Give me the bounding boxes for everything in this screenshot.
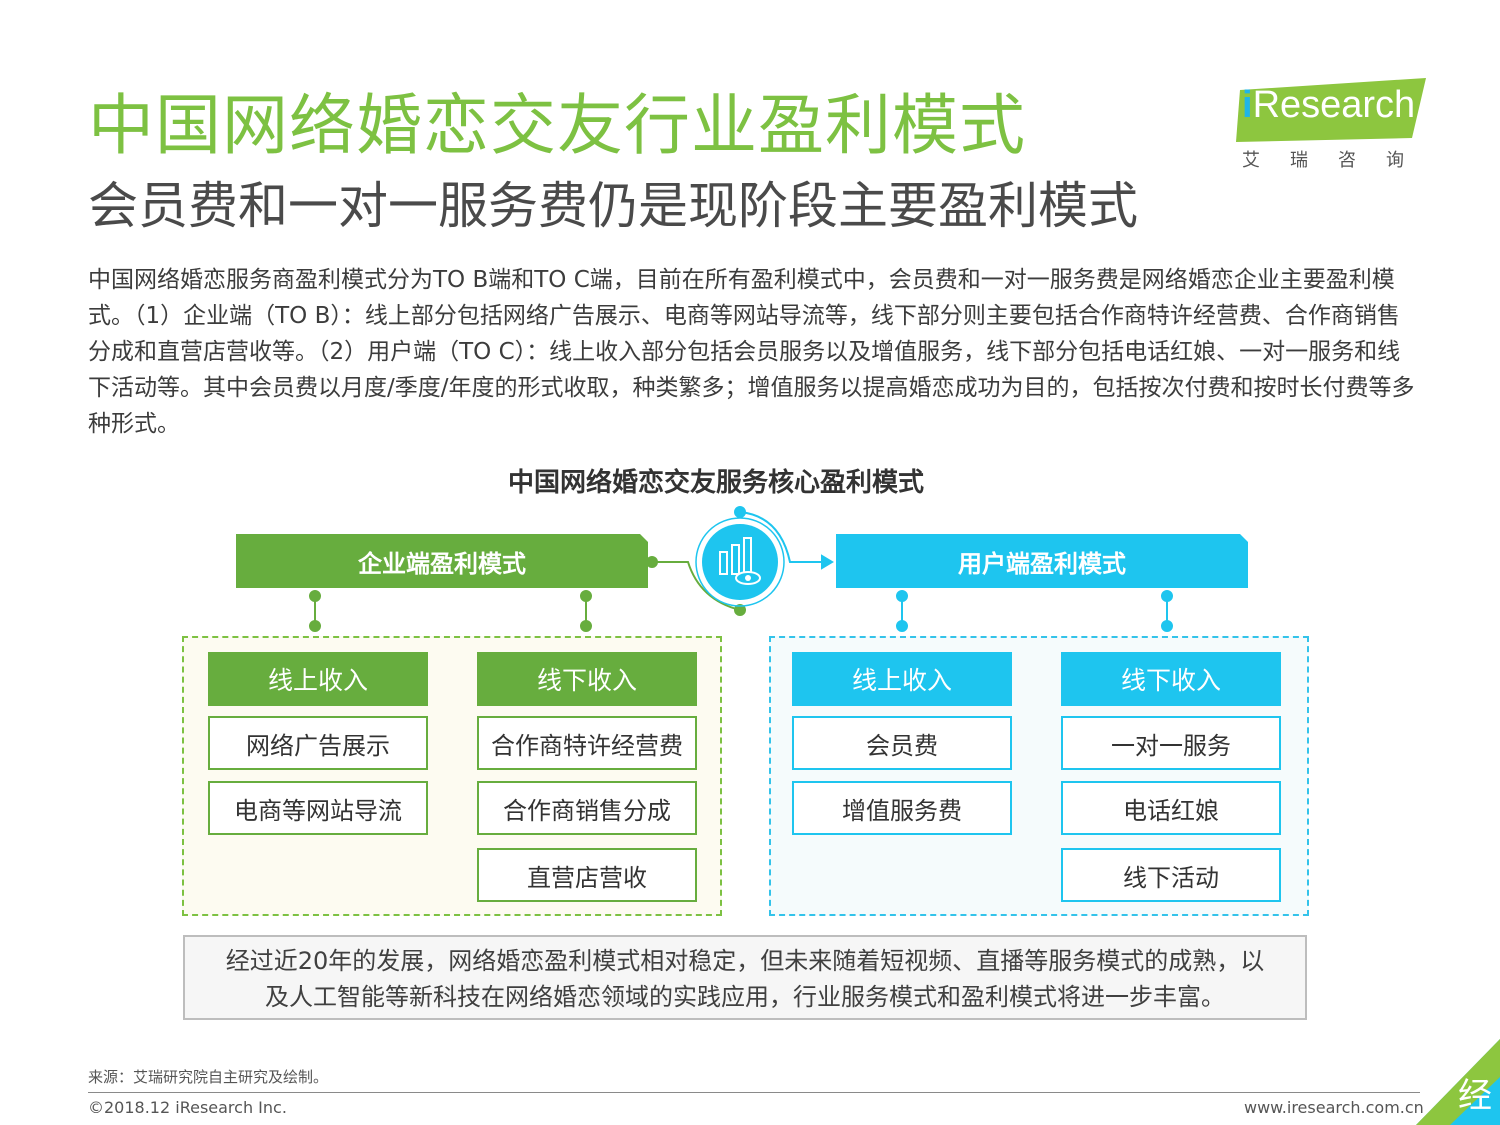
enterprise-panel: 线上收入 网络广告展示 电商等网站导流 线下收入 合作商特许经营费 合作商销售分… — [182, 636, 722, 916]
analytics-eye-icon — [695, 517, 785, 607]
summary-line: 经过近20年的发展，网络婚恋盈利模式相对稳定，但未来随着短视频、直播等服务模式的… — [225, 947, 1265, 975]
summary-box: 经过近20年的发展，网络婚恋盈利模式相对稳定，但未来随着短视频、直播等服务模式的… — [183, 935, 1307, 1020]
user-offline-item: 电话红娘 — [1061, 781, 1281, 835]
page-title: 中国网络婚恋交友行业盈利模式 — [88, 87, 1026, 164]
corner-watermark-text: 经 — [1458, 1076, 1492, 1116]
user-online-item: 会员费 — [792, 716, 1012, 770]
iresearch-logo: iResearch 艾瑞咨询 — [1236, 78, 1436, 173]
page-subtitle: 会员费和一对一服务费仍是现阶段主要盈利模式 — [88, 177, 1138, 235]
user-offline-header: 线下收入 — [1061, 652, 1281, 706]
logo-chinese-name: 艾瑞咨询 — [1242, 150, 1434, 171]
logo-wordmark: iResearch — [1242, 84, 1416, 126]
website-link[interactable]: www.iresearch.com.cn — [1244, 1098, 1424, 1117]
summary-line: 及人工智能等新科技在网络婚恋领域的实践应用，行业服务模式和盈利模式将进一步丰富。 — [265, 983, 1225, 1011]
enterprise-offline-item: 合作商特许经营费 — [477, 716, 697, 770]
enterprise-model-header: 企业端盈利模式 — [236, 534, 648, 588]
diagram-title: 中国网络婚恋交友服务核心盈利模式 — [507, 468, 924, 498]
enterprise-online-item: 网络广告展示 — [208, 716, 428, 770]
enterprise-offline-item: 直营店营收 — [477, 848, 697, 902]
intro-text: 中国网络婚恋服务商盈利模式分为TO B端和TO C端，目前在所有盈利模式中，会员… — [88, 267, 1415, 437]
logo-banner-shape — [1236, 78, 1426, 142]
enterprise-offline-item: 合作商销售分成 — [477, 781, 697, 835]
copyright: ©2018.12 iResearch Inc. — [88, 1098, 287, 1117]
corner-decoration — [1416, 1039, 1500, 1125]
intro-paragraph: 中国网络婚恋服务商盈利模式分为TO B端和TO C端，目前在所有盈利模式中，会员… — [88, 262, 1418, 442]
enterprise-online-header: 线上收入 — [208, 652, 428, 706]
footer-divider — [88, 1092, 1420, 1093]
user-offline-item: 一对一服务 — [1061, 716, 1281, 770]
source-note: 来源：艾瑞研究院自主研究及绘制。 — [88, 1068, 329, 1086]
user-panel: 线上收入 会员费 增值服务费 线下收入 一对一服务 电话红娘 线下活动 — [769, 636, 1309, 916]
user-online-header: 线上收入 — [792, 652, 1012, 706]
enterprise-online-item: 电商等网站导流 — [208, 781, 428, 835]
user-offline-item: 线下活动 — [1061, 848, 1281, 902]
user-online-item: 增值服务费 — [792, 781, 1012, 835]
user-model-header: 用户端盈利模式 — [836, 534, 1248, 588]
enterprise-offline-header: 线下收入 — [477, 652, 697, 706]
